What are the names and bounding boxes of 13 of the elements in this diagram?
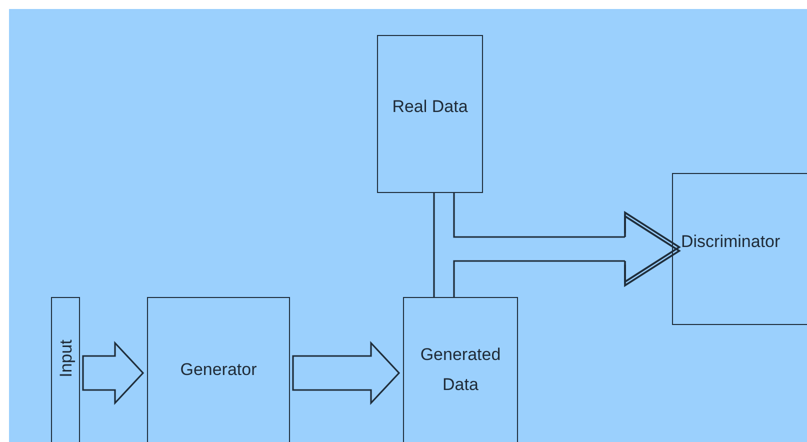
process-box: [377, 35, 483, 193]
node-label: Input: [57, 339, 74, 377]
node-label: Discriminator: [681, 231, 780, 253]
process-box: [147, 297, 290, 442]
block-arrow: [82, 340, 144, 406]
node-label: Real Data: [392, 96, 468, 118]
node-label: Generator: [180, 359, 257, 381]
process-box: [51, 297, 80, 442]
block-arrow: [292, 340, 400, 406]
node-label: Generated Data: [419, 344, 502, 396]
process-box: [403, 297, 518, 442]
process-box: [672, 173, 807, 325]
pipe-line: [433, 193, 435, 297]
